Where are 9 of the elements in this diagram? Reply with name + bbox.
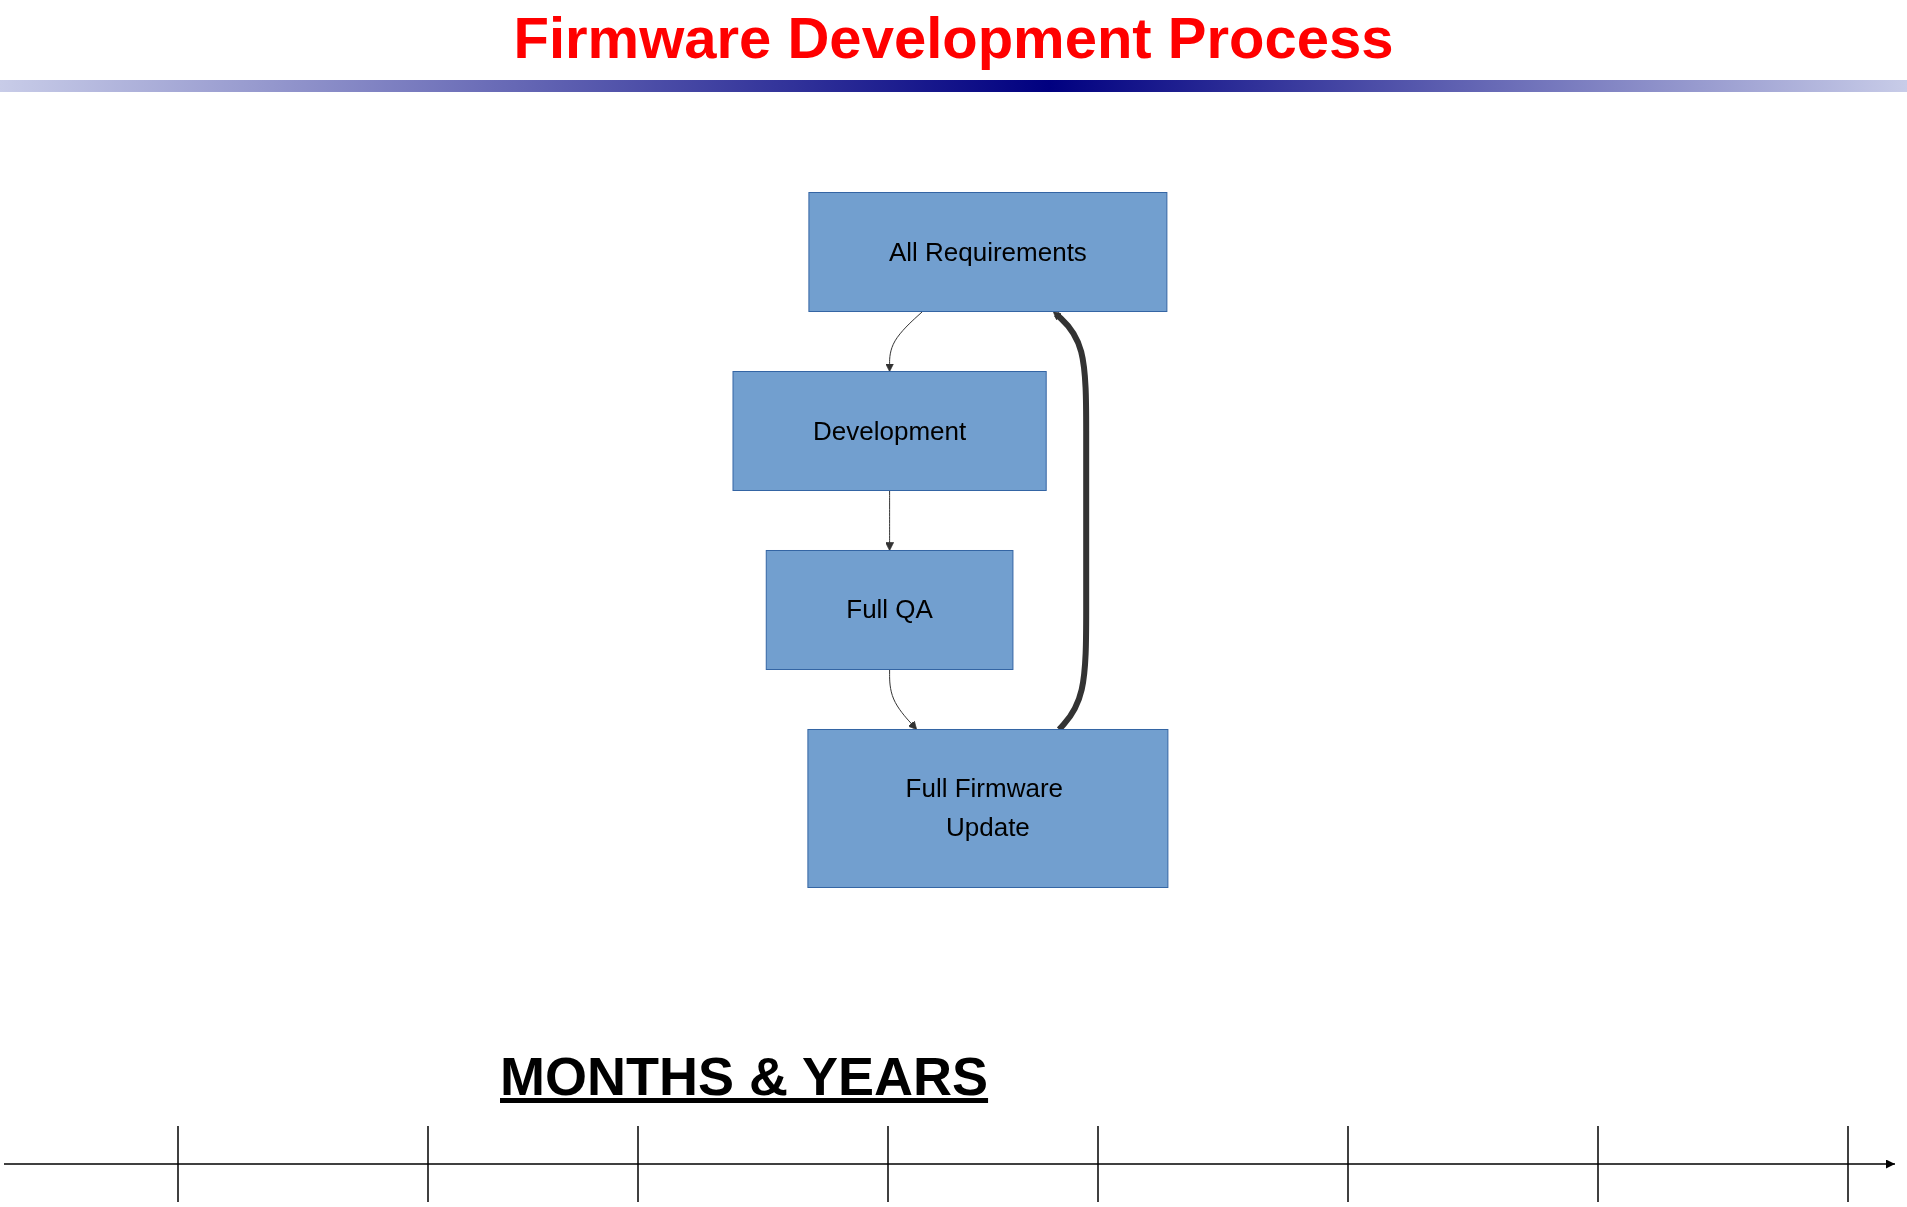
arrow: [884, 490, 894, 551]
arrow: [888, 669, 917, 730]
arrow: [884, 311, 923, 372]
axis-label: MONTHS & YEARS: [500, 1045, 989, 1107]
node-box: Full Firmware Update: [806, 729, 1168, 888]
title: Firmware Development Process: [512, 4, 1395, 71]
node-box: Full QA: [765, 550, 1013, 670]
node-box: Development: [732, 371, 1047, 491]
node-box: All Requirements: [807, 192, 1167, 312]
